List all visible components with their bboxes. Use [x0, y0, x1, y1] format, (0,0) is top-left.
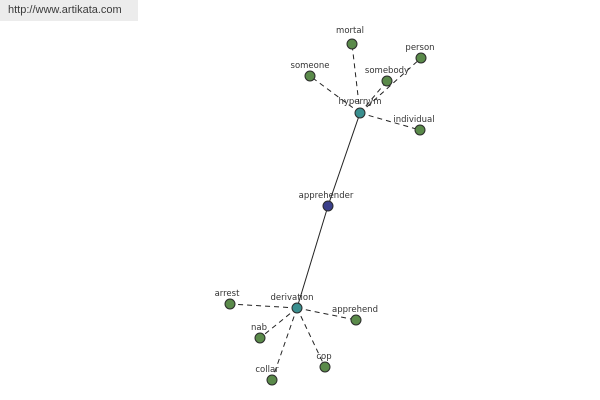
label-arrest: arrest	[215, 289, 241, 299]
node-someone[interactable]	[304, 70, 316, 82]
edge-hypernym-somebody	[359, 80, 388, 114]
label-cop: cop	[316, 352, 331, 362]
label-derivation: derivation	[270, 293, 313, 303]
edge-hypernym-individual	[359, 112, 421, 131]
watermark-url: http://www.artikata.com	[0, 0, 138, 21]
label-somebody: somebody	[365, 66, 409, 76]
node-nab[interactable]	[254, 332, 266, 344]
edge-center-derivation	[296, 205, 329, 309]
edge-hypernym-someone	[309, 75, 361, 114]
node-center[interactable]	[322, 200, 334, 212]
edges	[229, 43, 422, 381]
node-hypernym[interactable]	[354, 107, 366, 119]
label-nab: nab	[251, 323, 267, 333]
edge-hypernym-mortal	[351, 43, 361, 114]
edge-hypernym-person	[359, 57, 422, 114]
label-center: apprehender	[299, 191, 354, 201]
label-someone: someone	[291, 61, 330, 71]
label-individual: individual	[393, 115, 434, 125]
edge-derivation-cop	[296, 307, 326, 368]
label-apprehend: apprehend	[332, 305, 378, 315]
edge-derivation-arrest	[229, 303, 298, 309]
node-person[interactable]	[415, 52, 427, 64]
edge-derivation-apprehend	[296, 307, 357, 321]
edge-center-hypernym	[327, 112, 361, 207]
edge-derivation-nab	[259, 307, 298, 339]
label-hypernym: hypernym	[338, 97, 381, 107]
node-cop[interactable]	[319, 361, 331, 373]
node-derivation[interactable]	[291, 302, 303, 314]
edge-derivation-collar	[271, 307, 298, 381]
label-mortal: mortal	[336, 26, 364, 36]
nodes	[224, 38, 427, 386]
node-arrest[interactable]	[224, 298, 236, 310]
node-individual[interactable]	[414, 124, 426, 136]
node-apprehend[interactable]	[350, 314, 362, 326]
labels: apprehender hypernym derivation mortal p…	[215, 26, 435, 375]
node-collar[interactable]	[266, 374, 278, 386]
label-person: person	[405, 43, 434, 53]
node-mortal[interactable]	[346, 38, 358, 50]
node-somebody[interactable]	[381, 75, 393, 87]
label-collar: collar	[255, 365, 279, 375]
